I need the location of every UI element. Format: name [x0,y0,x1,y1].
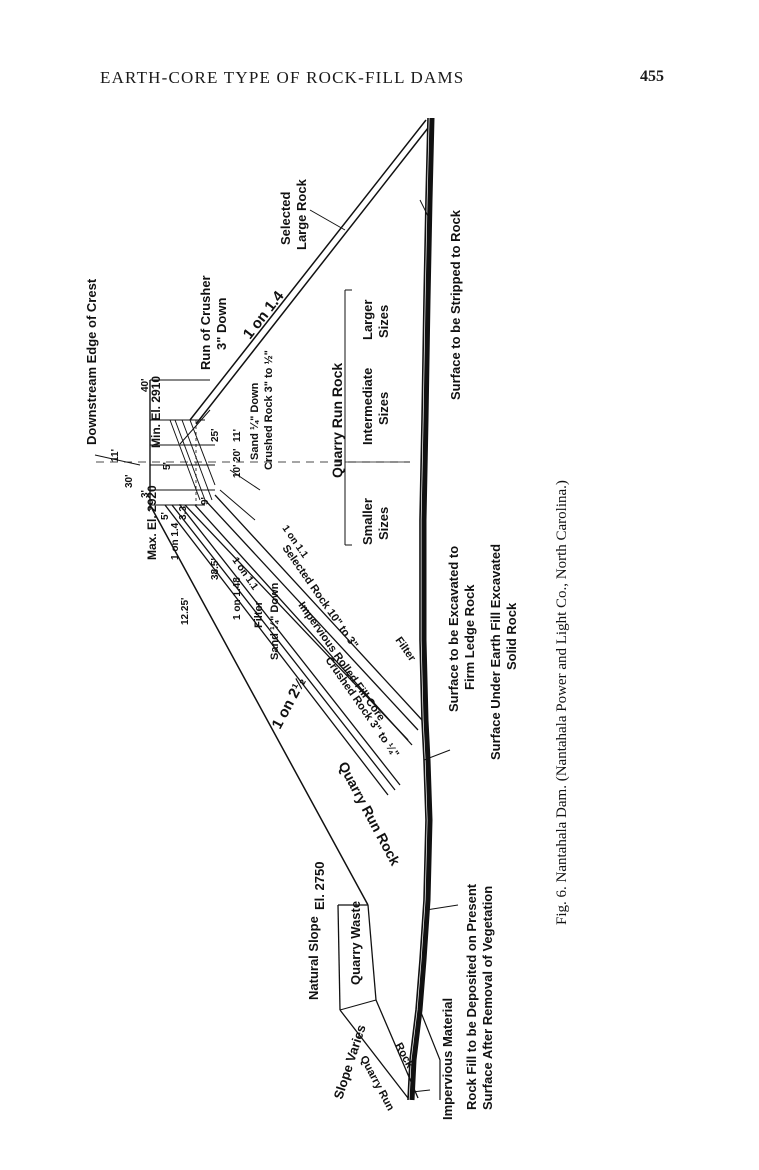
label-sand-down-2: Sand ¼" Down [269,582,281,660]
label-rock-fill-deposited-2: Surface After Removal of Vegetation [480,886,495,1110]
label-surface-under-fill: Surface Under Earth Fill Excavated [488,544,503,760]
label-intermediate-sizes-2: Sizes [376,392,391,425]
figure-caption: Fig. 6. Nantahala Dam. (Nantahala Power … [554,480,570,925]
page-number: 455 [640,68,664,85]
label-larger-sizes: Larger [360,300,375,340]
label-min-el: Min. El. 2910 [149,376,163,448]
slope-1-on-1-48: 1 on 1.48 [232,577,243,620]
dim-40: 40' [140,378,151,392]
label-smaller-sizes: Smaller [360,498,375,545]
dam-crest [96,379,410,510]
dim-11b: 11' [232,429,243,442]
label-surface-excavated: Surface to be Excavated to [446,546,461,712]
label-quarry-run-rock: Quarry Run Rock [335,759,403,868]
label-impervious-material: Impervious Material [440,998,455,1120]
label-surface-under-fill-2: Solid Rock [504,602,519,670]
label-smaller-sizes-2: Sizes [376,507,391,540]
dim-38-5: 38.5' [210,558,221,580]
label-downstream-edge: Downstream Edge of Crest [84,278,99,445]
ground-surface [407,117,441,1101]
core-zones [164,494,423,796]
label-natural-slope: Natural Slope [306,916,321,1000]
upstream-slope [149,504,419,1099]
label-selected-large-rock-2: Large Rock [294,178,309,250]
running-title: EARTH-CORE TYPE OF ROCK-FILL DAMS [100,68,465,87]
label-surface-excavated-2: Firm Ledge Rock [462,584,477,690]
dim-5b: 5' [160,512,171,520]
dim-20: 20' [232,448,243,462]
leader-lines [94,199,459,1093]
label-quarry-waste: Quarry Waste [348,901,363,985]
dim-25: 25' [210,428,221,442]
slope-1-on-1-4-b: 1 on 1.4 [170,522,181,560]
dim-3: 3' [140,490,151,498]
label-filter-upper: Filter [393,635,419,665]
label-surface-stripped: Surface to be Stripped to Rock [448,209,463,400]
label-el-2750: El. 2750 [312,862,327,910]
dim-11: 11' [110,449,121,462]
downstream-slope [179,119,429,445]
label-larger-sizes-2: Sizes [376,305,391,338]
label-filter-lower: Filter [253,600,265,628]
label-quarry-run: Quarry Run [357,1054,396,1113]
label-crushed-rock-3-half: Crushed Rock 3" to ½" [263,350,275,470]
label-run-of-crusher: Run of Crusher [198,275,213,370]
label-max-el: Max. El. 2920 [145,485,159,560]
dim-3-3: 3.3' [178,504,189,520]
dim-10: 10' [232,464,243,478]
label-intermediate-sizes: Intermediate [360,368,375,445]
label-crushed-rock-3-quarter: Crushed Rock 3" to ¼" [323,655,402,760]
label-slope-1-on-2-5: 1 on 2½ [269,675,310,732]
label-sand-down: Sand ¼" Down [249,382,261,460]
label-rock-fill-deposited: Rock Fill to be Deposited on Present [464,883,479,1110]
quarry-run-bracket [344,289,410,546]
dim-9: 9' [200,497,211,505]
dim-5a: 5' [162,462,173,470]
label-quarry-run-header: Quarry Run Rock [329,363,345,478]
label-selected-large-rock: Selected [278,191,293,245]
dim-12-25: 12.25' [180,598,191,625]
dim-30: 30' [124,474,135,488]
label-run-of-crusher-2: 3" Down [214,298,229,350]
